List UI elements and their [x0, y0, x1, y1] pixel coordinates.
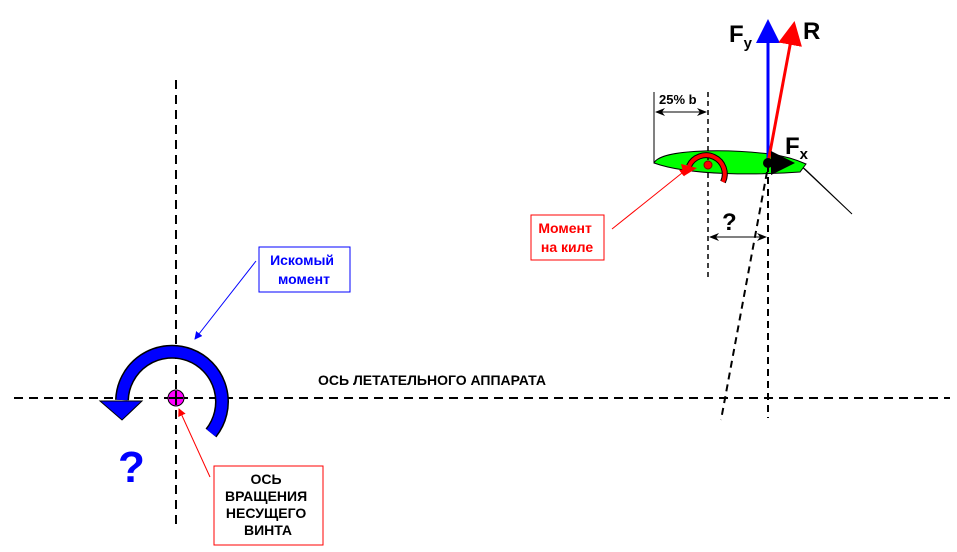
svg-text:ОСЬ ВРАЩЕНИЯ НЕСУЩЕГО: ОСЬ ВРАЩЕНИЯ НЕСУЩЕГО ВИНТА	[225, 471, 311, 538]
rotor-axis-pointer	[178, 408, 211, 478]
sought-moment-pointer	[194, 260, 257, 340]
rotor-axis-label: ВИНТА	[244, 522, 292, 538]
fin-moment-pointer	[611, 168, 688, 230]
flap	[798, 163, 853, 215]
lift-force-label: Fy	[729, 21, 753, 52]
force-application-point	[763, 158, 773, 168]
sought-moment-label: момент	[278, 271, 330, 287]
fin-moment-label: Момент	[538, 220, 592, 236]
sought-moment-box	[258, 246, 351, 293]
unknown-distance-mark: ?	[722, 209, 737, 236]
aero-center-dot	[703, 160, 713, 170]
sought-moment-label: Искомый	[270, 252, 334, 268]
rotor-axis-label: ОСЬ	[251, 471, 282, 487]
svg-text:Момент на киле: Момент на киле	[538, 220, 595, 255]
resultant-force-arrow	[766, 21, 802, 164]
rotor-axis-label: ВРАЩЕНИЯ	[225, 488, 307, 504]
resultant-force-label: R	[803, 18, 820, 45]
aircraft-axis-label: ОСЬ ЛЕТАТЕЛЬНОГО АППАРАТА	[318, 372, 546, 388]
rotor-axis-box	[213, 465, 324, 546]
rotor-axis-label: НЕСУЩЕГО	[226, 505, 306, 521]
svg-text:Искомый момент: Искомый момент	[270, 252, 338, 287]
unknown-moment-mark: ?	[118, 443, 145, 492]
fin-moment-label: на киле	[541, 239, 593, 255]
fin-moment-box	[530, 214, 605, 261]
quarter-chord-label: 25% b	[659, 92, 697, 107]
sought-moment-arrow	[98, 344, 229, 438]
drag-force-label: Fx	[785, 133, 809, 163]
fin-moment-arrow	[681, 152, 728, 184]
